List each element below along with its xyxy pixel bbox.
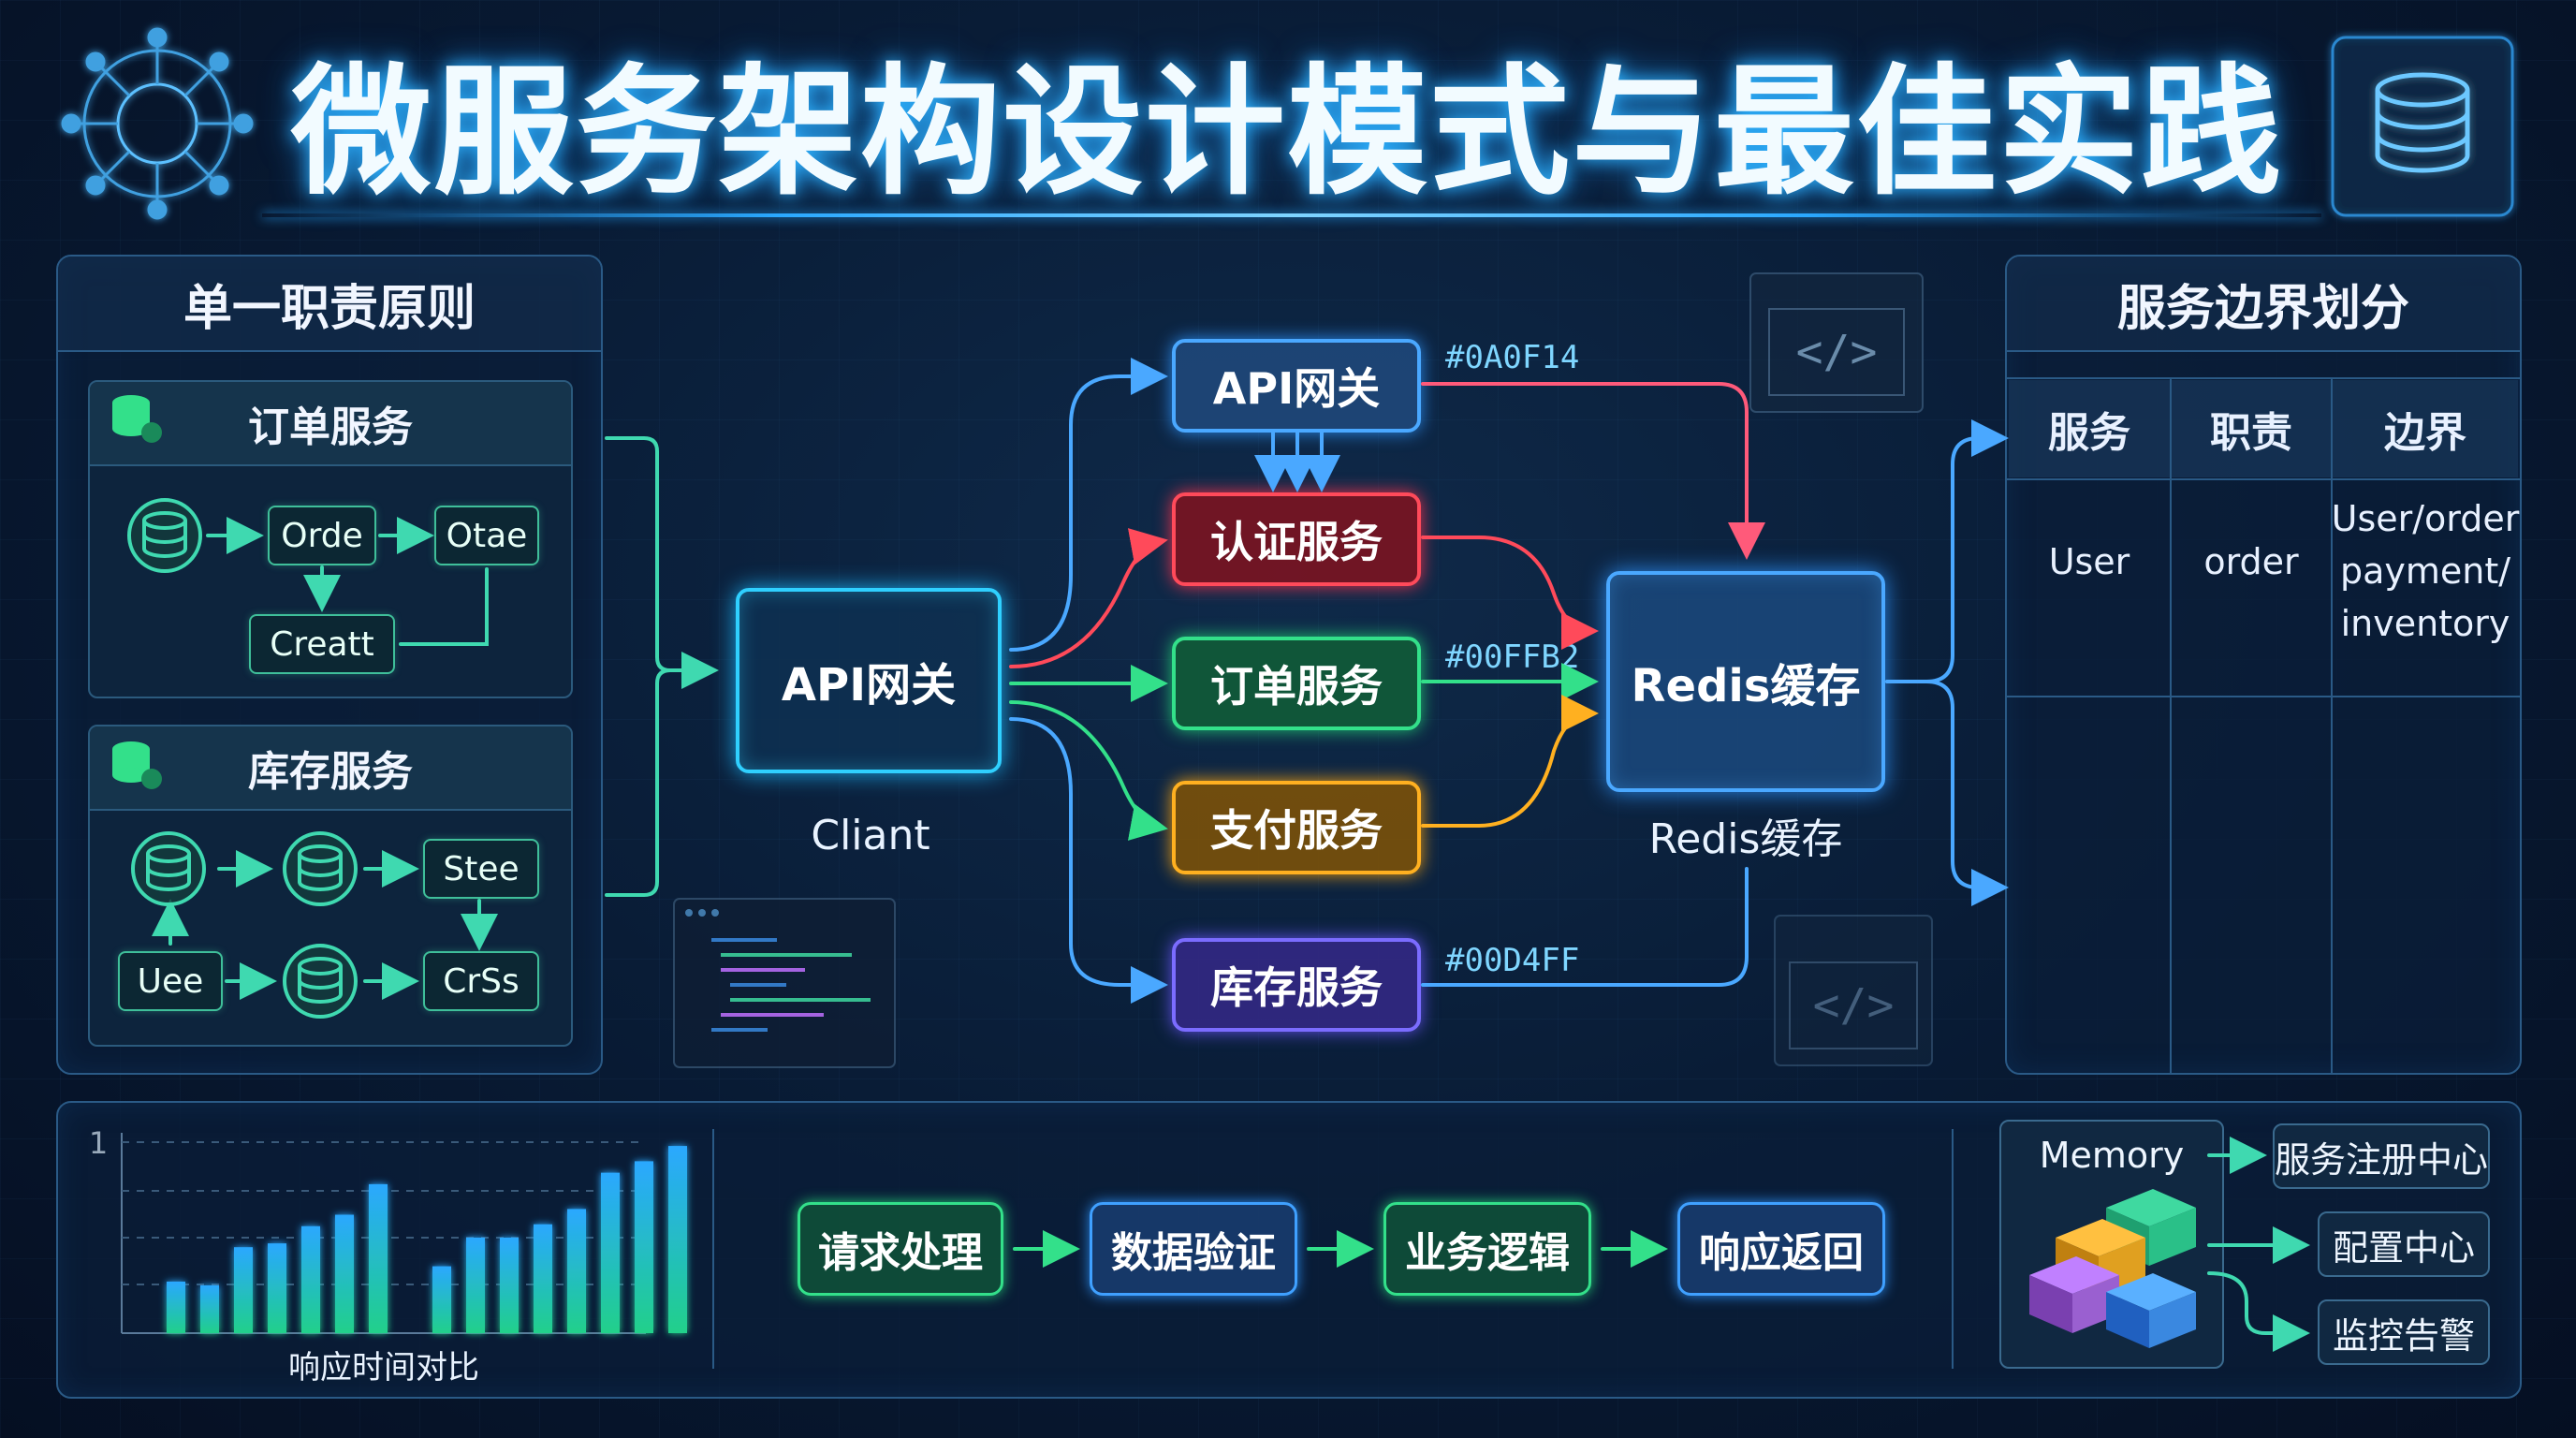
table-cell-service: User [2048,541,2130,582]
network-icon [61,27,254,220]
table-header-service: 服务 [2009,380,2170,477]
cube-cluster-icon [2029,1189,2196,1348]
inventory-box-2: Uee [118,951,223,1011]
connector-api-redis [1421,382,1765,560]
table-cell-duty: order [2203,541,2299,582]
service-node-order: 订单服务 [1172,637,1421,730]
chart-bar [500,1238,519,1333]
panel-title: 服务边界划分 [2007,257,2520,352]
code-editor-icon [673,898,896,1068]
title-underline [262,213,2321,217]
database-badge-icon [112,395,162,443]
page-title: 微服务架构设计模式与最佳实践 [290,51,2283,214]
side-item-registry: 服务注册中心 [2273,1123,2490,1189]
chart-bars [167,1146,687,1333]
connector-redis-right-top [1885,419,2009,683]
connector-auth-redis [1421,536,1599,650]
inventory-box-3: CrSs [423,951,539,1011]
connector-client-inventory [1009,717,1168,1004]
chart-bar [466,1238,485,1333]
table-header-duty: 职责 [2172,380,2331,477]
bottom-dividers [712,1129,1954,1369]
database-icon [131,831,206,906]
chart-ytick: 1 [88,1125,109,1161]
side-item-monitor: 监控告警 [2318,1299,2490,1365]
connector-client-api [1009,358,1168,652]
svg-text:</>: </> [1813,979,1895,1032]
chart-bar [601,1172,620,1333]
card-title: 订单服务 [90,382,571,466]
connector-client-auth [1009,528,1168,668]
order-box-1: Orde [268,506,376,565]
database-icon [2331,36,2514,217]
inventory-box-1: Stee [423,839,539,899]
hex-label-3: #00D4FF [1445,942,1580,979]
side-item-config: 配置中心 [2318,1211,2490,1277]
chart-bar [567,1209,586,1333]
chart-bar [432,1266,451,1333]
database-icon [283,944,358,1019]
flow-step-logic: 业务逻辑 [1383,1202,1591,1296]
chart-bar [635,1161,653,1333]
chart-bar [301,1225,320,1333]
card-title: 库存服务 [90,726,571,811]
redis-label: Redis缓存 [1648,815,1843,863]
hex-label-2: #00FFB2 [1445,638,1580,676]
connector-inventory-redis [1421,867,1749,987]
order-arrow-4 [399,567,489,646]
connector-payment-redis [1421,695,1599,828]
hex-label-1: #0A0F14 [1445,339,1580,376]
redis-node: Redis缓存 [1606,571,1885,792]
service-node-payment: 支付服务 [1172,781,1421,874]
chart-bar [668,1146,687,1333]
database-icon [283,831,358,906]
memory-label: Memory [2039,1135,2185,1176]
flow-step-response: 响应返回 [1677,1202,1885,1296]
chart-bar [534,1224,552,1333]
single-responsibility-panel: 单一职责原则 订单服务 库存服务 [56,255,603,1075]
flow-step-request: 请求处理 [798,1202,1003,1296]
connector-left-bottom [605,668,672,897]
code-window-icon: </> [1749,272,1924,413]
panel-title: 单一职责原则 [58,257,601,352]
chart-bar [335,1214,354,1333]
client-label: Cliant [811,811,930,859]
connector-client-payment [1009,700,1168,841]
chart-bar [268,1243,286,1333]
service-node-auth: 认证服务 [1172,492,1421,586]
chart-bar [369,1183,388,1333]
table-cell-boundary: User/order payment/ inventory [2331,498,2520,644]
order-box-2: Otae [434,506,539,565]
service-node-api-gateway: API网关 [1172,339,1421,433]
database-icon [127,498,202,573]
side-arrow-3 [2207,1271,2310,1352]
svg-text:</>: </> [1796,326,1878,378]
chart-xlabel: 响应时间对比 [288,1348,479,1387]
service-node-inventory: 库存服务 [1172,938,1421,1032]
database-icons [127,498,358,1019]
order-box-3: Creatt [249,614,395,674]
table-header-boundary: 边界 [2333,380,2518,477]
chart-bar [234,1247,253,1333]
client-gateway-node: API网关 [736,588,1002,773]
table-grid [2007,377,2520,1073]
chart-bar [200,1285,219,1333]
database-badge-icon [112,741,162,789]
code-window-icon: </> [1774,915,1933,1066]
connector-left-top [605,436,719,689]
flow-step-validate: 数据验证 [1090,1202,1297,1296]
connector-redis-right-bottom [1885,680,2009,906]
chart-bar [167,1281,185,1333]
